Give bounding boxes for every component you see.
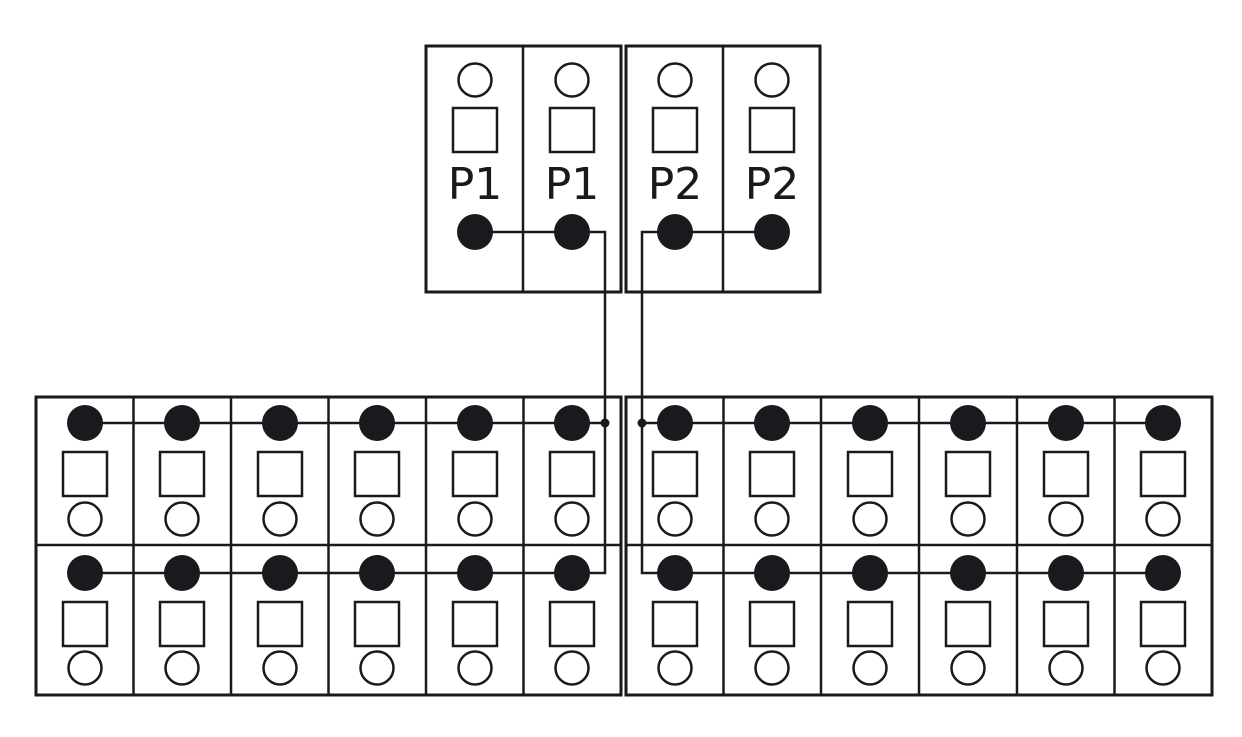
- indicator-ring-p2: [657, 62, 693, 98]
- indicator-ring-left-r1-c6: [554, 501, 590, 537]
- indicator-ring-left-r1-c4: [359, 501, 395, 537]
- indicator-ring-left-r2-c1: [67, 650, 103, 686]
- indicator-ring-right-r1-c2: [754, 501, 790, 537]
- indicator-ring-p1: [457, 62, 493, 98]
- module-labels: P1 P1 P2 P2: [448, 159, 800, 210]
- terminal-dot-left-r1-c4: [359, 405, 395, 441]
- switch-square-left-r1-c2: [158, 450, 206, 498]
- indicator-ring-right-r2-c4: [950, 650, 986, 686]
- terminal-dot-left-r2-c2: [164, 555, 200, 591]
- indicator-ring-left-r2-c6: [554, 650, 590, 686]
- terminal-dot-right-r2-c6: [1145, 555, 1181, 591]
- indicator-ring-p2: [754, 62, 790, 98]
- indicator-ring-p1: [554, 62, 590, 98]
- switch-square-left-r1-c3: [256, 450, 304, 498]
- indicator-ring-left-r1-c2: [164, 501, 200, 537]
- switch-square-right-r1-c4: [944, 450, 992, 498]
- terminal-dot-left-r1-c6: [554, 405, 590, 441]
- terminal-dot-left-r2-c1: [67, 555, 103, 591]
- indicator-ring-right-r1-c5: [1048, 501, 1084, 537]
- indicator-ring-right-r2-c3: [852, 650, 888, 686]
- indicator-ring-right-r2-c1: [657, 650, 693, 686]
- terminal-dot-right-r1-c5: [1048, 405, 1084, 441]
- switch-square-right-r2-c2: [748, 600, 796, 648]
- switch-square-left-r1-c1: [61, 450, 109, 498]
- module-label-p2-b: P2: [745, 159, 800, 210]
- terminal-dot-right-r1-c4: [950, 405, 986, 441]
- indicator-ring-left-r1-c1: [67, 501, 103, 537]
- terminal-dot-left-r1-c5: [457, 405, 493, 441]
- terminal-dot-right-r2-c1: [657, 555, 693, 591]
- module-label-p2-a: P2: [648, 159, 703, 210]
- indicator-ring-left-r2-c3: [262, 650, 298, 686]
- terminal-dot-p1: [554, 214, 590, 250]
- wires: [36, 46, 1212, 695]
- indicator-ring-right-r1-c4: [950, 501, 986, 537]
- indicator-ring-left-r1-c3: [262, 501, 298, 537]
- terminal-dot-left-r2-c3: [262, 555, 298, 591]
- switch-square-left-r1-c5: [451, 450, 499, 498]
- switch-square-right-r2-c5: [1042, 600, 1090, 648]
- indicator-ring-left-r2-c2: [164, 650, 200, 686]
- indicator-ring-right-r1-c3: [852, 501, 888, 537]
- indicator-ring-right-r1-c1: [657, 501, 693, 537]
- terminal-dot-right-r2-c4: [950, 555, 986, 591]
- indicator-ring-right-r1-c6: [1145, 501, 1181, 537]
- module-parts: [61, 62, 1187, 686]
- switch-square-right-r2-c6: [1139, 600, 1187, 648]
- terminal-dot-p2: [657, 214, 693, 250]
- indicator-ring-right-r2-c5: [1048, 650, 1084, 686]
- switch-square-right-r2-c4: [944, 600, 992, 648]
- switch-square-left-r1-c6: [548, 450, 596, 498]
- switch-square-right-r1-c3: [846, 450, 894, 498]
- switch-square-right-r1-c1: [651, 450, 699, 498]
- switch-square-p2: [748, 106, 796, 154]
- terminal-dot-right-r1-c3: [852, 405, 888, 441]
- switch-square-p2: [651, 106, 699, 154]
- switch-square-left-r2-c1: [61, 600, 109, 648]
- switch-square-p1: [548, 106, 596, 154]
- module-frames: [34, 44, 1214, 697]
- switch-square-left-r2-c3: [256, 600, 304, 648]
- switch-square-right-r2-c3: [846, 600, 894, 648]
- junction-dot-p2: [637, 418, 647, 428]
- module-label-p1-b: P1: [545, 159, 600, 210]
- junction-dot-p1: [600, 418, 610, 428]
- terminal-dot-p2: [754, 214, 790, 250]
- terminal-dot-left-r1-c1: [67, 405, 103, 441]
- terminal-dot-right-r2-c2: [754, 555, 790, 591]
- switch-square-right-r1-c2: [748, 450, 796, 498]
- terminal-dot-left-r2-c5: [457, 555, 493, 591]
- switch-square-right-r1-c5: [1042, 450, 1090, 498]
- terminal-dot-right-r1-c6: [1145, 405, 1181, 441]
- switch-square-right-r2-c1: [651, 600, 699, 648]
- wire-p1-bus: [85, 230, 607, 575]
- terminal-dot-left-r1-c3: [262, 405, 298, 441]
- switch-square-left-r1-c4: [353, 450, 401, 498]
- switch-square-left-r2-c2: [158, 600, 206, 648]
- indicator-ring-right-r2-c6: [1145, 650, 1181, 686]
- terminal-dot-right-r2-c5: [1048, 555, 1084, 591]
- switch-square-left-r2-c6: [548, 600, 596, 648]
- terminal-dot-right-r2-c3: [852, 555, 888, 591]
- terminal-dot-left-r1-c2: [164, 405, 200, 441]
- indicator-ring-left-r2-c5: [457, 650, 493, 686]
- indicator-ring-right-r2-c2: [754, 650, 790, 686]
- terminal-dot-right-r1-c2: [754, 405, 790, 441]
- terminal-dot-left-r2-c4: [359, 555, 395, 591]
- terminal-dot-left-r2-c6: [554, 555, 590, 591]
- switch-square-right-r1-c6: [1139, 450, 1187, 498]
- module-label-p1-a: P1: [448, 159, 503, 210]
- terminal-dot-p1: [457, 214, 493, 250]
- indicator-ring-left-r1-c5: [457, 501, 493, 537]
- terminal-dot-right-r1-c1: [657, 405, 693, 441]
- switch-square-left-r2-c5: [451, 600, 499, 648]
- indicator-ring-left-r2-c4: [359, 650, 395, 686]
- wire-p2-bus: [640, 230, 1163, 575]
- switch-square-left-r2-c4: [353, 600, 401, 648]
- switch-square-p1: [451, 106, 499, 154]
